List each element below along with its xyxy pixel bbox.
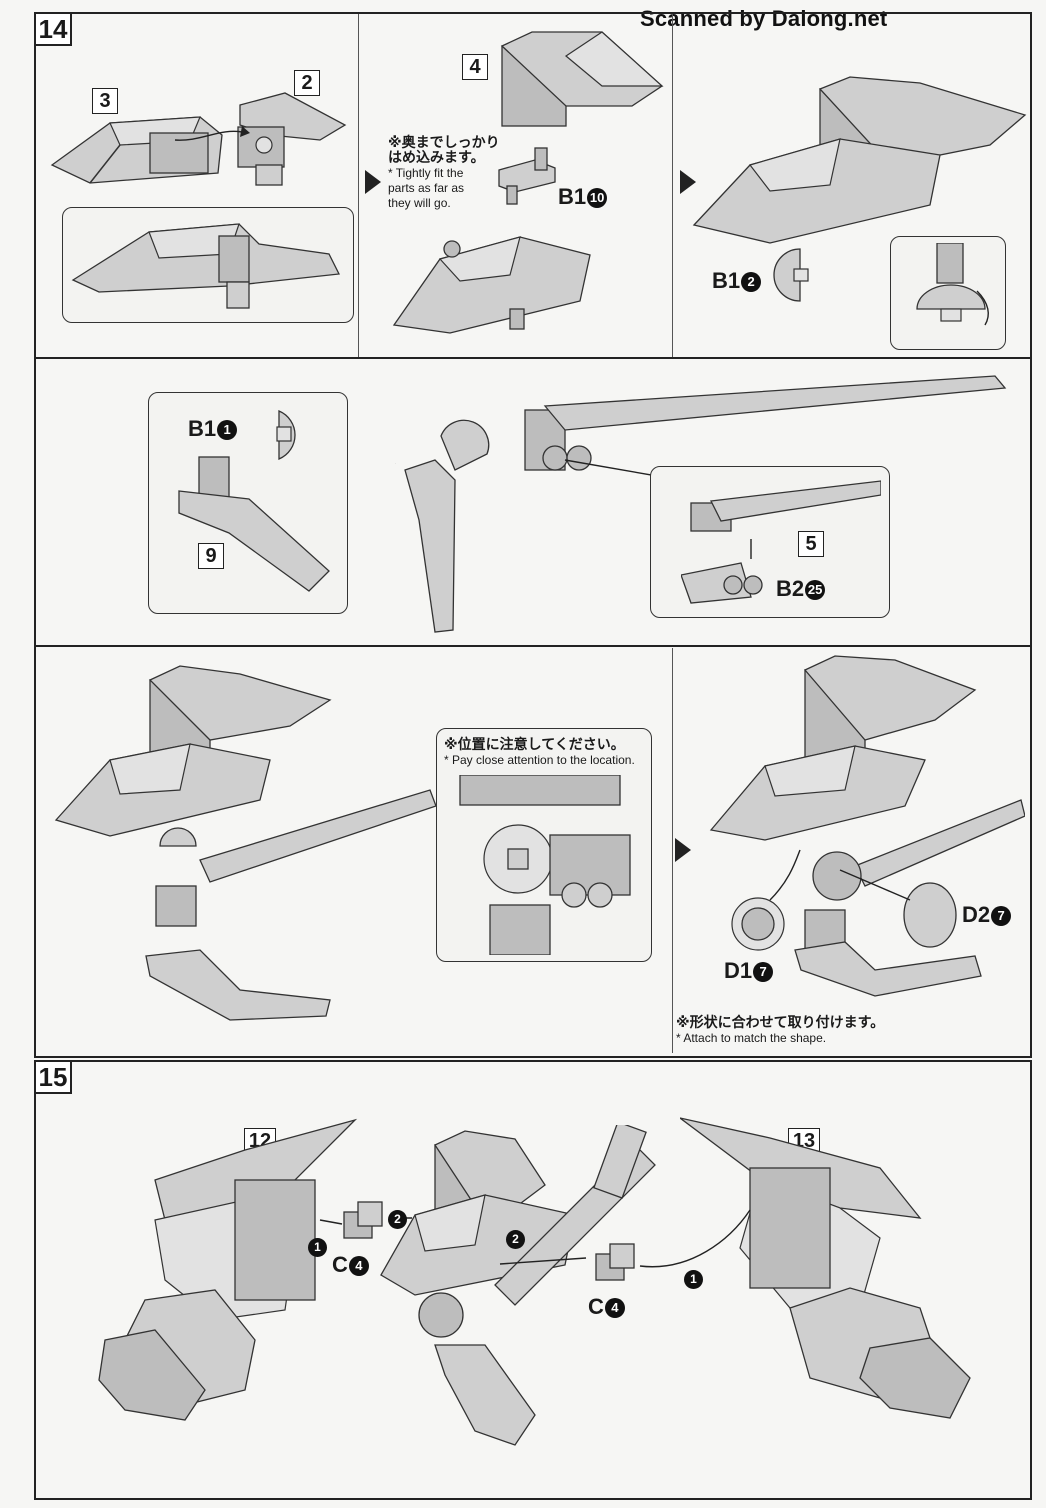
arm-assembly-illustration — [395, 375, 1007, 633]
column-divider-2 — [672, 14, 673, 357]
location-detail-illustration — [459, 775, 631, 955]
part-b1-10-number: 10 — [587, 188, 608, 209]
part-d2-7-number: 7 — [991, 906, 1012, 927]
step-arrow-2 — [680, 170, 696, 194]
connector-c4-right-illustration — [595, 1243, 635, 1281]
left-wing-unit-12-illustration — [98, 1118, 358, 1421]
row3-assembly-left-illustration — [54, 665, 437, 1021]
location-note-jp: ※位置に注意してください。 — [444, 737, 625, 753]
head-part-4-illustration — [500, 31, 664, 127]
location-note: ※位置に注意してください。 * Pay close attention to t… — [444, 738, 648, 768]
assembled-body-illustration — [692, 76, 1027, 244]
step15-pointer-lines — [319, 1209, 751, 1268]
shape-note: ※形状に合わせて取り付けます。 * Attach to match the sh… — [676, 1016, 1016, 1046]
part-b2-25-code: B2 — [776, 576, 805, 601]
connector-b1-10-illustration — [498, 147, 556, 205]
part-b2-25-number: 25 — [805, 580, 826, 601]
order-mark-left-1: 1 — [308, 1238, 327, 1257]
assembly-arrow-3-2 — [174, 126, 250, 141]
part-b1-10-code: B1 — [558, 184, 587, 209]
tight-fit-note-jp: ※奥までしっかりはめ込みます。 — [388, 135, 500, 166]
assembled-nose-illustration — [71, 223, 340, 309]
cover-pointer-lines — [769, 849, 911, 901]
joint-detail-inset — [650, 466, 890, 618]
arm-part-9-illustration — [178, 456, 330, 592]
part-d1-7-code: D1 — [724, 958, 753, 983]
part-label-3: 3 — [92, 88, 118, 114]
location-note-en: * Pay close attention to the location. — [444, 753, 635, 767]
order-mark-right-1: 1 — [684, 1270, 703, 1289]
step-15-frame — [34, 1060, 1032, 1500]
step-14-number: 14 — [34, 12, 72, 46]
nose-part-3-illustration — [50, 116, 223, 184]
center-body-illustration — [380, 1125, 656, 1446]
watermark: Scanned by Dalong.net — [640, 6, 888, 31]
part-b1-1-code: B1 — [188, 416, 217, 441]
column-divider-3 — [672, 648, 673, 1053]
cover-d1-7-illustration — [731, 897, 785, 951]
tight-fit-note-en-1: * Tightly fit the — [388, 166, 464, 180]
shape-note-en: * Attach to match the shape. — [676, 1031, 827, 1045]
row-divider-2 — [34, 645, 1030, 647]
order-mark-center-2: 2 — [506, 1230, 525, 1249]
row3-assembly-right-illustration — [709, 655, 1025, 997]
gear-part-b1-2-illustration — [773, 248, 809, 302]
gear-detail-illustration — [916, 243, 989, 326]
tight-fit-note: ※奥までしっかりはめ込みます。 * Tightly fit the parts … — [388, 136, 508, 211]
cover-d2-7-illustration — [903, 882, 957, 948]
gear-detail-inset — [890, 236, 1006, 350]
part-c4-right-number: 4 — [604, 1298, 625, 1319]
part-b1-2-code: B1 — [712, 268, 741, 293]
part-b1-1-number: 1 — [217, 420, 238, 441]
assembled-nose-inset — [62, 207, 354, 323]
column-divider-1 — [358, 14, 359, 357]
part-c4-right-code: C — [588, 1294, 604, 1319]
tight-fit-note-en-2: parts as far as — [388, 181, 465, 195]
part-label-5: 5 — [798, 531, 824, 557]
part-d2-7-code: D2 — [962, 902, 991, 927]
body-mid-illustration — [392, 236, 591, 334]
connector-c4-left-illustration — [343, 1201, 383, 1239]
part-c4-left-code: C — [332, 1252, 348, 1277]
step-15-number: 15 — [34, 1060, 72, 1094]
part-b1-2-number: 2 — [741, 272, 762, 293]
part-d1-7-number: 7 — [753, 962, 774, 983]
order-mark-left-2: 2 — [388, 1210, 407, 1229]
step-arrow-1 — [365, 170, 381, 194]
step-14-frame — [34, 12, 1032, 1058]
gear-part-b1-1-illustration — [276, 410, 296, 460]
part-label-2: 2 — [294, 70, 320, 96]
shape-note-jp: ※形状に合わせて取り付けます。 — [676, 1015, 885, 1031]
row-divider-1 — [34, 357, 1030, 359]
right-wing-unit-13-illustration — [680, 1117, 971, 1419]
part-label-9: 9 — [198, 543, 224, 569]
joint-part-5-illustration — [681, 480, 881, 604]
arm-detail-inset — [148, 392, 348, 614]
step-arrow-3 — [675, 838, 691, 862]
part-label-4: 4 — [462, 54, 488, 80]
tight-fit-note-en-3: they will go. — [388, 196, 451, 210]
part-c4-left-number: 4 — [348, 1256, 369, 1277]
